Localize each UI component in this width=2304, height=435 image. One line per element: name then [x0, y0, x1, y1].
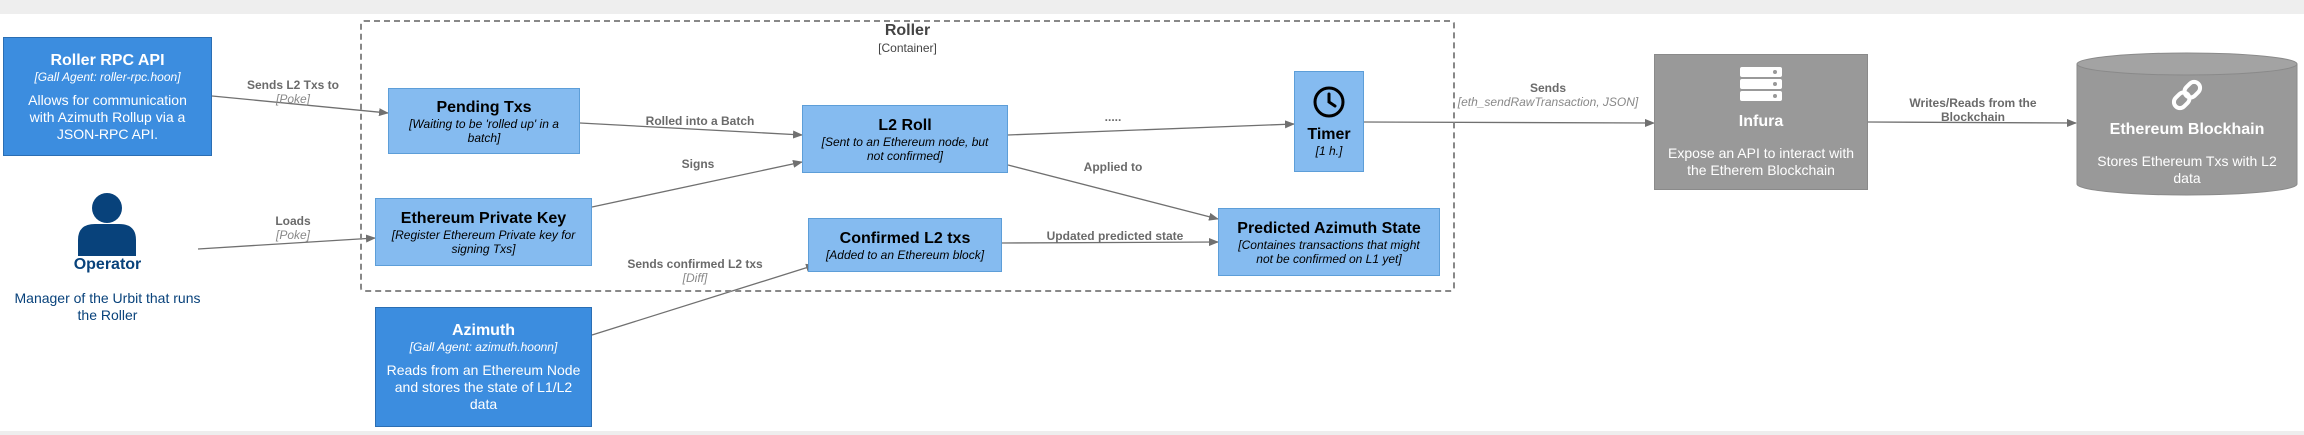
ethereum-node[interactable]: Ethereum Blockhain Stores Ethereum Txs w…: [2076, 52, 2298, 196]
boundary-type: [Container]: [878, 41, 937, 55]
pending-txs-tech: [Waiting to be 'rolled up' in a batch]: [409, 116, 559, 145]
predicted-title: Predicted Azimuth State: [1237, 219, 1421, 237]
l2-roll-title: L2 Roll: [878, 116, 932, 134]
top-bar: [0, 0, 2304, 14]
ethereum-desc: Stores Ethereum Txs with L2 data: [2097, 153, 2277, 186]
infura-node[interactable]: Infura Expose an API to interact with th…: [1654, 54, 1868, 190]
edge-label-rolled: Rolled into a Batch: [645, 114, 755, 128]
operator-icon: [75, 192, 139, 256]
roller-rpc-node[interactable]: Roller RPC API [Gall Agent: roller-rpc.h…: [3, 37, 212, 156]
edge-label-applied: Applied to: [1083, 160, 1143, 174]
edge-writes: [1867, 118, 2077, 127]
azimuth-desc: Reads from an Ethereum Node and stores t…: [386, 362, 581, 412]
private-key-tech: [Register Ethereum Private key for signi…: [391, 227, 576, 256]
pending-txs-title: Pending Txs: [436, 98, 532, 116]
edge-label-signs: Signs: [681, 157, 715, 171]
edge-rolled: [579, 122, 803, 139]
edge-loads: [197, 234, 376, 250]
operator-title: Operator: [73, 256, 142, 273]
edge-label-writes: Writes/Reads from the Blockchain: [1909, 96, 2037, 124]
private-key-title: Ethereum Private Key: [400, 209, 567, 227]
edge-label-sends-l2: Sends L2 Txs to[Poke]: [246, 78, 340, 106]
timer-tech: [1 h.]: [1315, 144, 1343, 158]
azimuth-node[interactable]: Azimuth [Gall Agent: azimuth.hoonn] Read…: [375, 307, 592, 427]
edge-label-dots: .....: [1104, 110, 1122, 124]
operator-desc: Manager of the Urbit that runs the Rolle…: [14, 290, 201, 323]
edge-signs: [591, 159, 803, 208]
ethereum-title: Ethereum Blockhain: [2109, 121, 2265, 138]
edge-updated: [1001, 238, 1219, 247]
azimuth-title: Azimuth: [451, 322, 516, 339]
infura-title: Infura: [1738, 112, 1784, 130]
timer-title: Timer: [1307, 126, 1351, 143]
bottom-bar: [0, 431, 2304, 435]
server-icon: [1740, 66, 1782, 101]
edge-label-sends: Sends[eth_sendRawTransaction, JSON]: [1457, 81, 1639, 109]
roller-rpc-tech: [Gall Agent: roller-rpc.hoon]: [34, 69, 181, 84]
edge-sends-l2: [211, 95, 389, 117]
confirmed-tech: [Added to an Ethereum block]: [825, 247, 985, 262]
edge-applied: [1007, 164, 1219, 221]
roller-rpc-desc: Allows for communication with Azimuth Ro…: [28, 91, 187, 142]
predicted-tech: [Containes transactions that might not b…: [1238, 237, 1420, 266]
edge-label-updated: Updated predicted state: [1046, 229, 1184, 243]
private-key-node[interactable]: Ethereum Private Key [Register Ethereum …: [375, 198, 592, 266]
l2-roll-node[interactable]: L2 Roll [Sent to an Ethereum node, but n…: [802, 105, 1008, 173]
azimuth-tech: [Gall Agent: azimuth.hoonn]: [409, 340, 558, 354]
edge-label-sends-confirmed: Sends confirmed L2 txs[Diff]: [627, 257, 763, 285]
roller-boundary: [360, 20, 1455, 292]
confirmed-title: Confirmed L2 txs: [839, 229, 971, 247]
clock-icon: [1313, 86, 1345, 118]
infura-desc: Expose an API to interact with the Ether…: [1668, 144, 1854, 178]
edge-sends: [1363, 118, 1655, 127]
confirmed-node[interactable]: Confirmed L2 txs [Added to an Ethereum b…: [808, 218, 1002, 272]
edge-sends-confirmed: [591, 263, 816, 336]
edge-label-loads: Loads[Poke]: [275, 214, 311, 242]
predicted-node[interactable]: Predicted Azimuth State [Containes trans…: [1218, 208, 1440, 276]
roller-rpc-title: Roller RPC API: [50, 51, 165, 69]
link-icon: [2171, 79, 2203, 111]
timer-node[interactable]: Timer [1 h.]: [1294, 71, 1364, 172]
boundary-title: Roller: [884, 22, 931, 39]
edge-dots: [1007, 120, 1295, 136]
l2-roll-tech: [Sent to an Ethereum node, but not confi…: [821, 134, 989, 163]
database-shape: [2076, 52, 2298, 196]
pending-txs-node[interactable]: Pending Txs [Waiting to be 'rolled up' i…: [388, 88, 580, 154]
